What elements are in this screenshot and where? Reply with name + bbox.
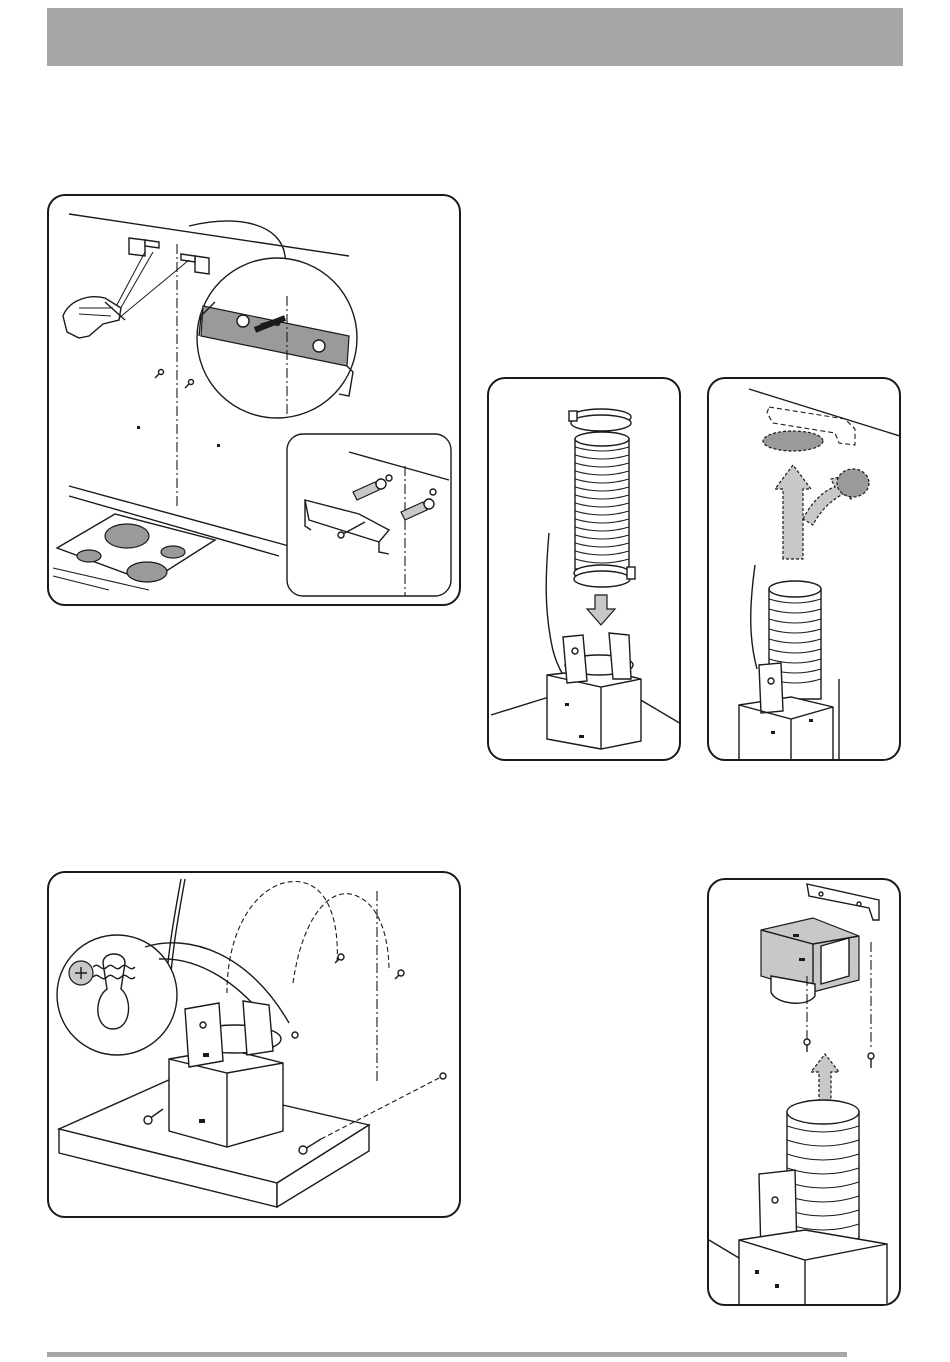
screw-icon bbox=[335, 954, 344, 963]
airflow-arrow-icon bbox=[775, 465, 869, 559]
flexible-duct bbox=[575, 432, 629, 569]
keyhole-slot-icon bbox=[57, 935, 177, 1055]
recirculation-deflector bbox=[761, 918, 859, 1003]
screw-icon bbox=[395, 970, 404, 979]
screw-icon bbox=[185, 380, 194, 389]
figure-wall-bracket-marking bbox=[47, 194, 461, 606]
bracket-detail-magnifier bbox=[197, 258, 357, 418]
arrow-down-icon bbox=[587, 595, 615, 625]
airflow-arrow-icon bbox=[811, 1054, 839, 1102]
hood-mounting-illustration bbox=[49, 873, 461, 1218]
figure-duct-attach bbox=[487, 377, 681, 761]
deflector-illustration bbox=[709, 880, 901, 1306]
wall-bracket-illustration bbox=[49, 196, 461, 606]
inset-bracket-plugs bbox=[287, 434, 451, 596]
screw-icon bbox=[868, 1053, 874, 1068]
hob bbox=[53, 514, 215, 590]
header-bar bbox=[47, 8, 903, 66]
figure-recirculation-deflector bbox=[707, 878, 901, 1306]
duct-attach-illustration bbox=[489, 379, 681, 761]
footer-bar bbox=[47, 1352, 847, 1357]
screw-icon bbox=[155, 370, 164, 379]
hose-clamp-icon bbox=[574, 565, 635, 587]
flexible-duct bbox=[787, 1100, 859, 1250]
screw-icon bbox=[804, 1039, 810, 1052]
figure-hood-mounting-screws bbox=[47, 871, 461, 1218]
figure-air-outlet-direction bbox=[707, 377, 901, 761]
air-outlet-illustration bbox=[709, 379, 901, 761]
wall-bracket-right bbox=[181, 254, 209, 274]
pencil-hand-icon bbox=[63, 297, 125, 338]
motor-housing bbox=[547, 633, 641, 749]
motor-housing bbox=[169, 1001, 283, 1147]
hose-clamp-icon bbox=[569, 409, 631, 431]
